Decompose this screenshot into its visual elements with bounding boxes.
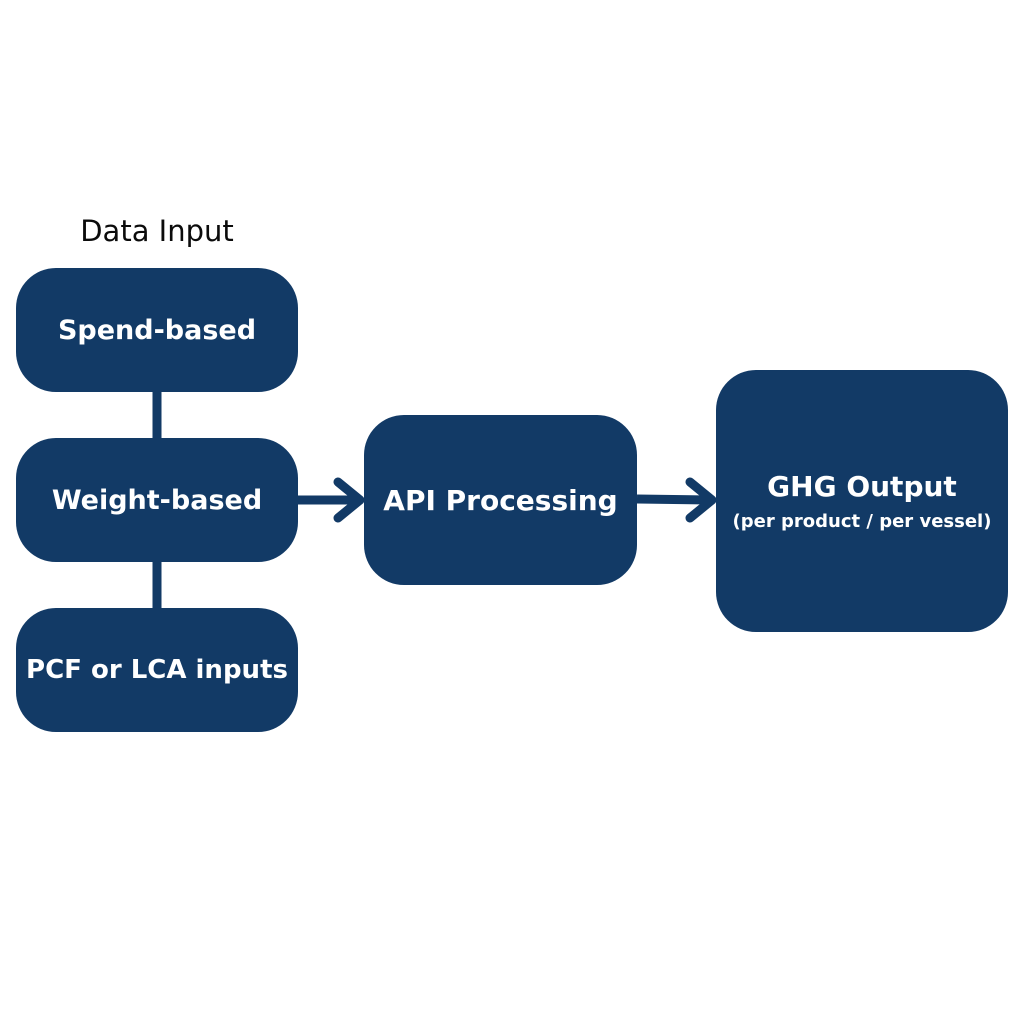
node-label: API Processing xyxy=(383,483,618,517)
node-ghg-output: GHG Output (per product / per vessel) xyxy=(716,370,1008,632)
arrow-api-to-ghg xyxy=(636,477,717,523)
node-label: Weight-based xyxy=(51,484,263,516)
node-subtitle: (per product / per vessel) xyxy=(732,511,992,532)
node-label: PCF or LCA inputs xyxy=(26,655,288,685)
node-pcf-lca-inputs: PCF or LCA inputs xyxy=(16,608,298,732)
arrow-weight-to-api xyxy=(298,477,365,523)
node-spend-based: Spend-based xyxy=(16,268,298,392)
data-input-title: Data Input xyxy=(80,214,234,248)
node-title: GHG Output xyxy=(767,470,957,503)
node-api-processing: API Processing xyxy=(364,415,637,585)
node-weight-based: Weight-based xyxy=(16,438,298,562)
node-label: Spend-based xyxy=(57,314,257,346)
